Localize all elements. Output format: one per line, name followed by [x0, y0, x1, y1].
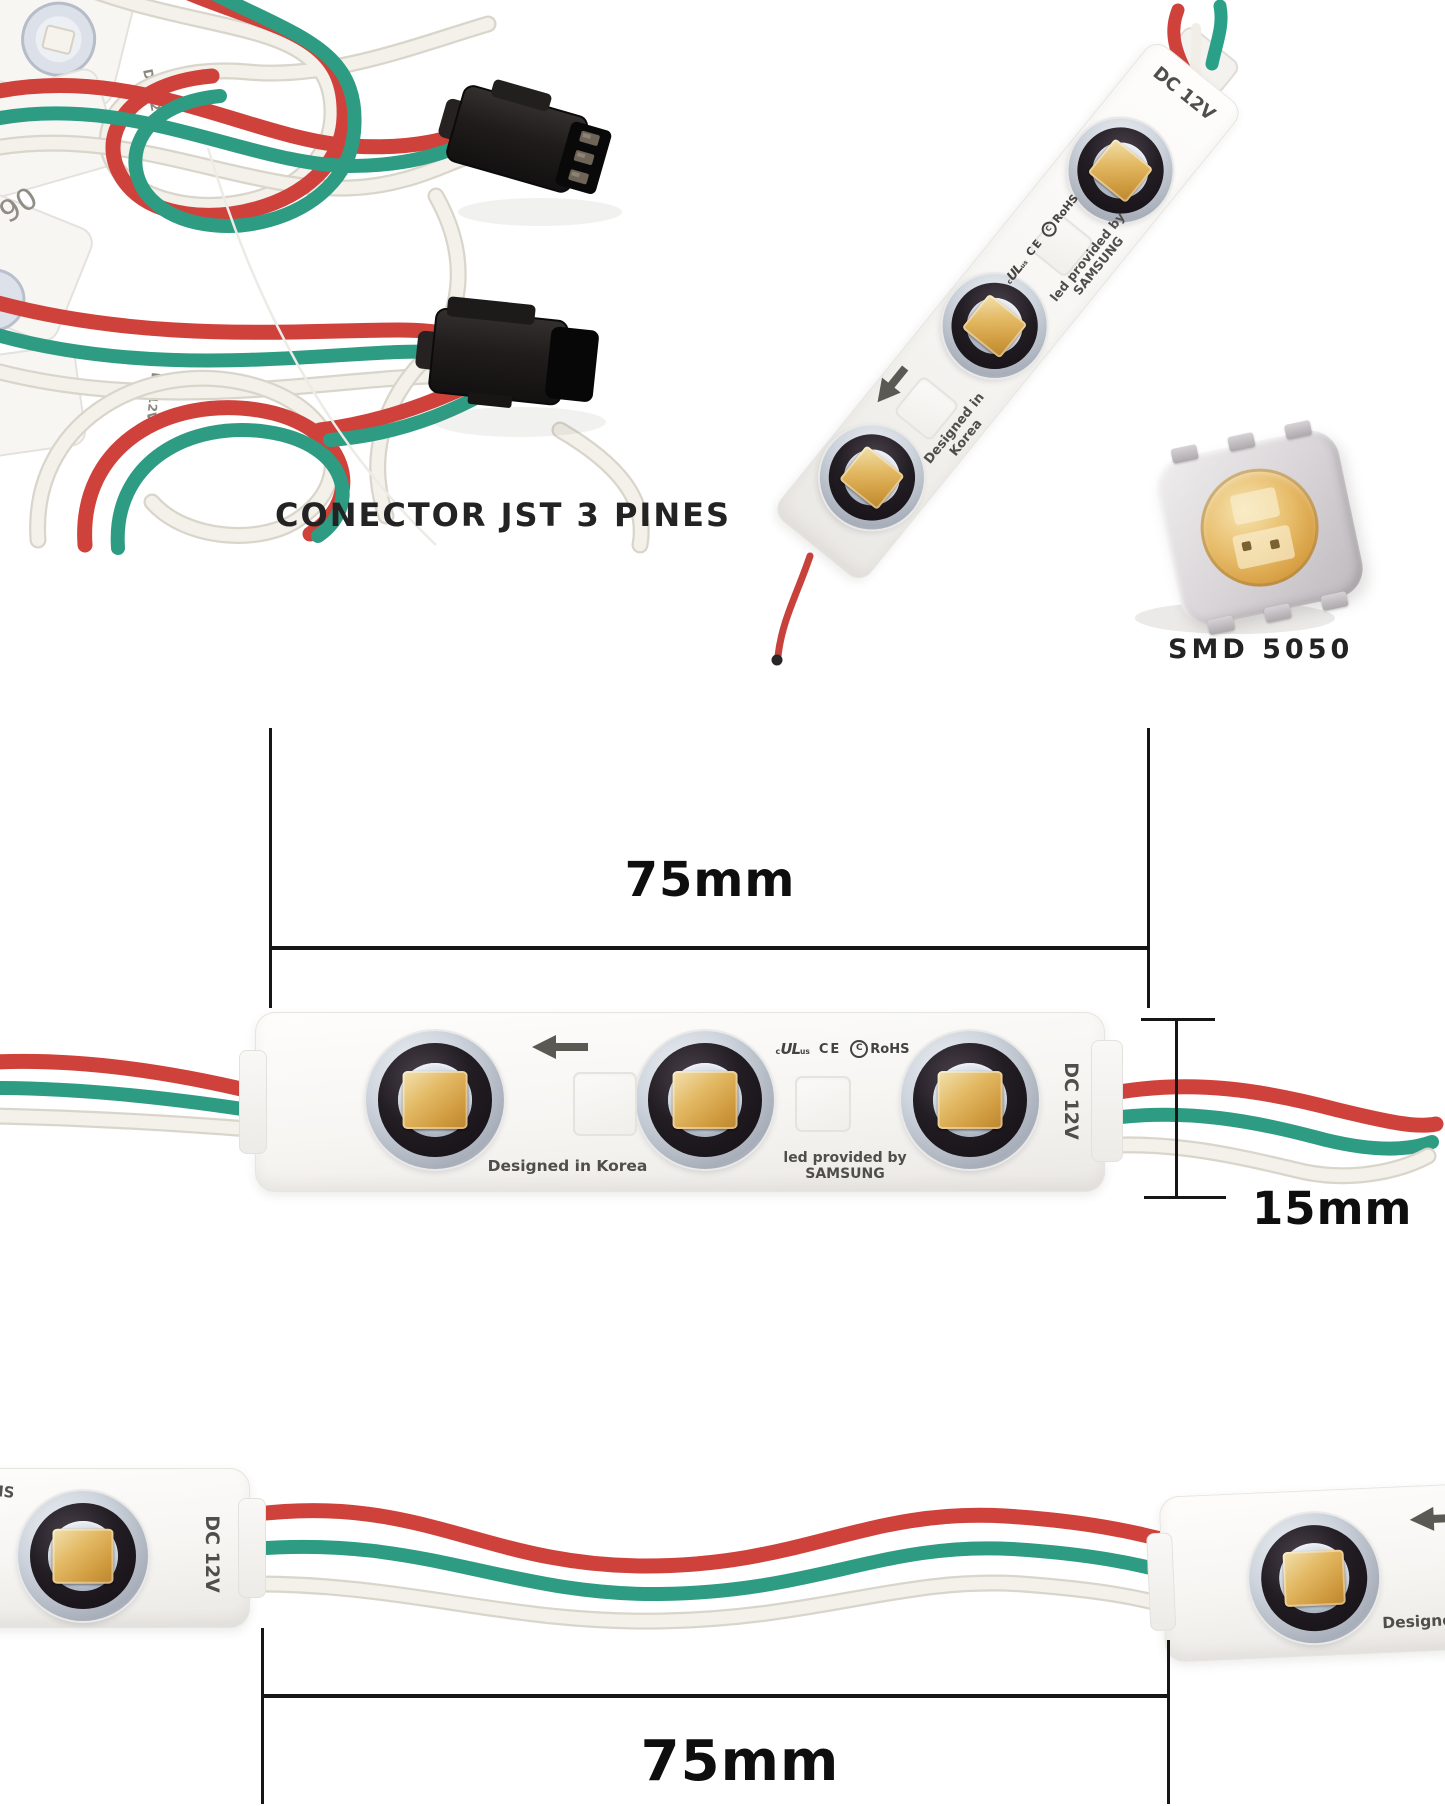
designed-in-korea-label: Designed in Korea [487, 1157, 648, 1175]
voltage-label: DC 12V [201, 1515, 223, 1593]
direction-arrow-icon [532, 1035, 588, 1059]
cert-fragment-label: IS [0, 1482, 16, 1502]
led-lens [18, 1491, 148, 1621]
ul-mark-icon: cULus [1002, 258, 1030, 286]
dim-label-bottom-length: 75mm [640, 1729, 840, 1794]
dim-label-top-width: 75mm [624, 852, 796, 908]
voltage-label: DC 12V [1060, 1062, 1082, 1140]
dim-tick-bottom [1144, 1196, 1226, 1199]
solder-pad-window [573, 1072, 637, 1136]
dim-line-length [261, 1694, 1170, 1698]
ul-mark-icon: cULus [775, 1040, 810, 1058]
angled-module-red-tail [774, 552, 814, 660]
wire-tangle [0, 0, 650, 555]
ce-mark-icon: CE [818, 1041, 842, 1057]
led-lens [901, 1031, 1039, 1169]
middle-module-wires [0, 1053, 1444, 1185]
led-lens [1246, 1510, 1382, 1646]
dim-tick-right [1147, 728, 1150, 1008]
led-module-bottom-left: IS DC 12V [0, 1468, 266, 1628]
led-lens [636, 1031, 774, 1169]
smd-title: SMD 5050 [1168, 634, 1354, 665]
module-cap-right [1091, 1040, 1123, 1162]
led-lens [366, 1031, 504, 1169]
solder-pad-window [795, 1076, 851, 1132]
designed-fragment-label: Designe [1381, 1611, 1445, 1633]
jst-male-connector [438, 79, 612, 195]
module-neck-left [1146, 1532, 1177, 1632]
dim-line-width [269, 946, 1150, 950]
module-neck-left [239, 1050, 267, 1154]
direction-arrow-icon [880, 365, 909, 397]
wire-red [0, 77, 484, 155]
dim-label-height: 15mm [1252, 1182, 1413, 1235]
wire-green [0, 106, 479, 174]
direction-arrow-icon [1421, 1514, 1445, 1524]
smd-dome [1189, 457, 1330, 598]
dim-tick-right [1167, 1640, 1170, 1804]
module-fragment-3 [0, 181, 93, 342]
dim-tick-top [1141, 1018, 1215, 1021]
connector-title: CONECTOR JST 3 PINES [275, 496, 731, 534]
jst-female-connector [415, 296, 599, 408]
bottom-connecting-wires [233, 1503, 1185, 1630]
led-provided-by-label: led provided by SAMSUNG [783, 1150, 907, 1183]
dim-line-height [1175, 1021, 1178, 1199]
smd-chip-body [1150, 419, 1369, 636]
led-module-bottom-right: Designe [1146, 1483, 1445, 1663]
dim-tick-left [261, 1628, 264, 1804]
loose-fiber [206, 147, 437, 546]
dim-tick-left [269, 728, 272, 1008]
module-cap-right [238, 1498, 266, 1598]
